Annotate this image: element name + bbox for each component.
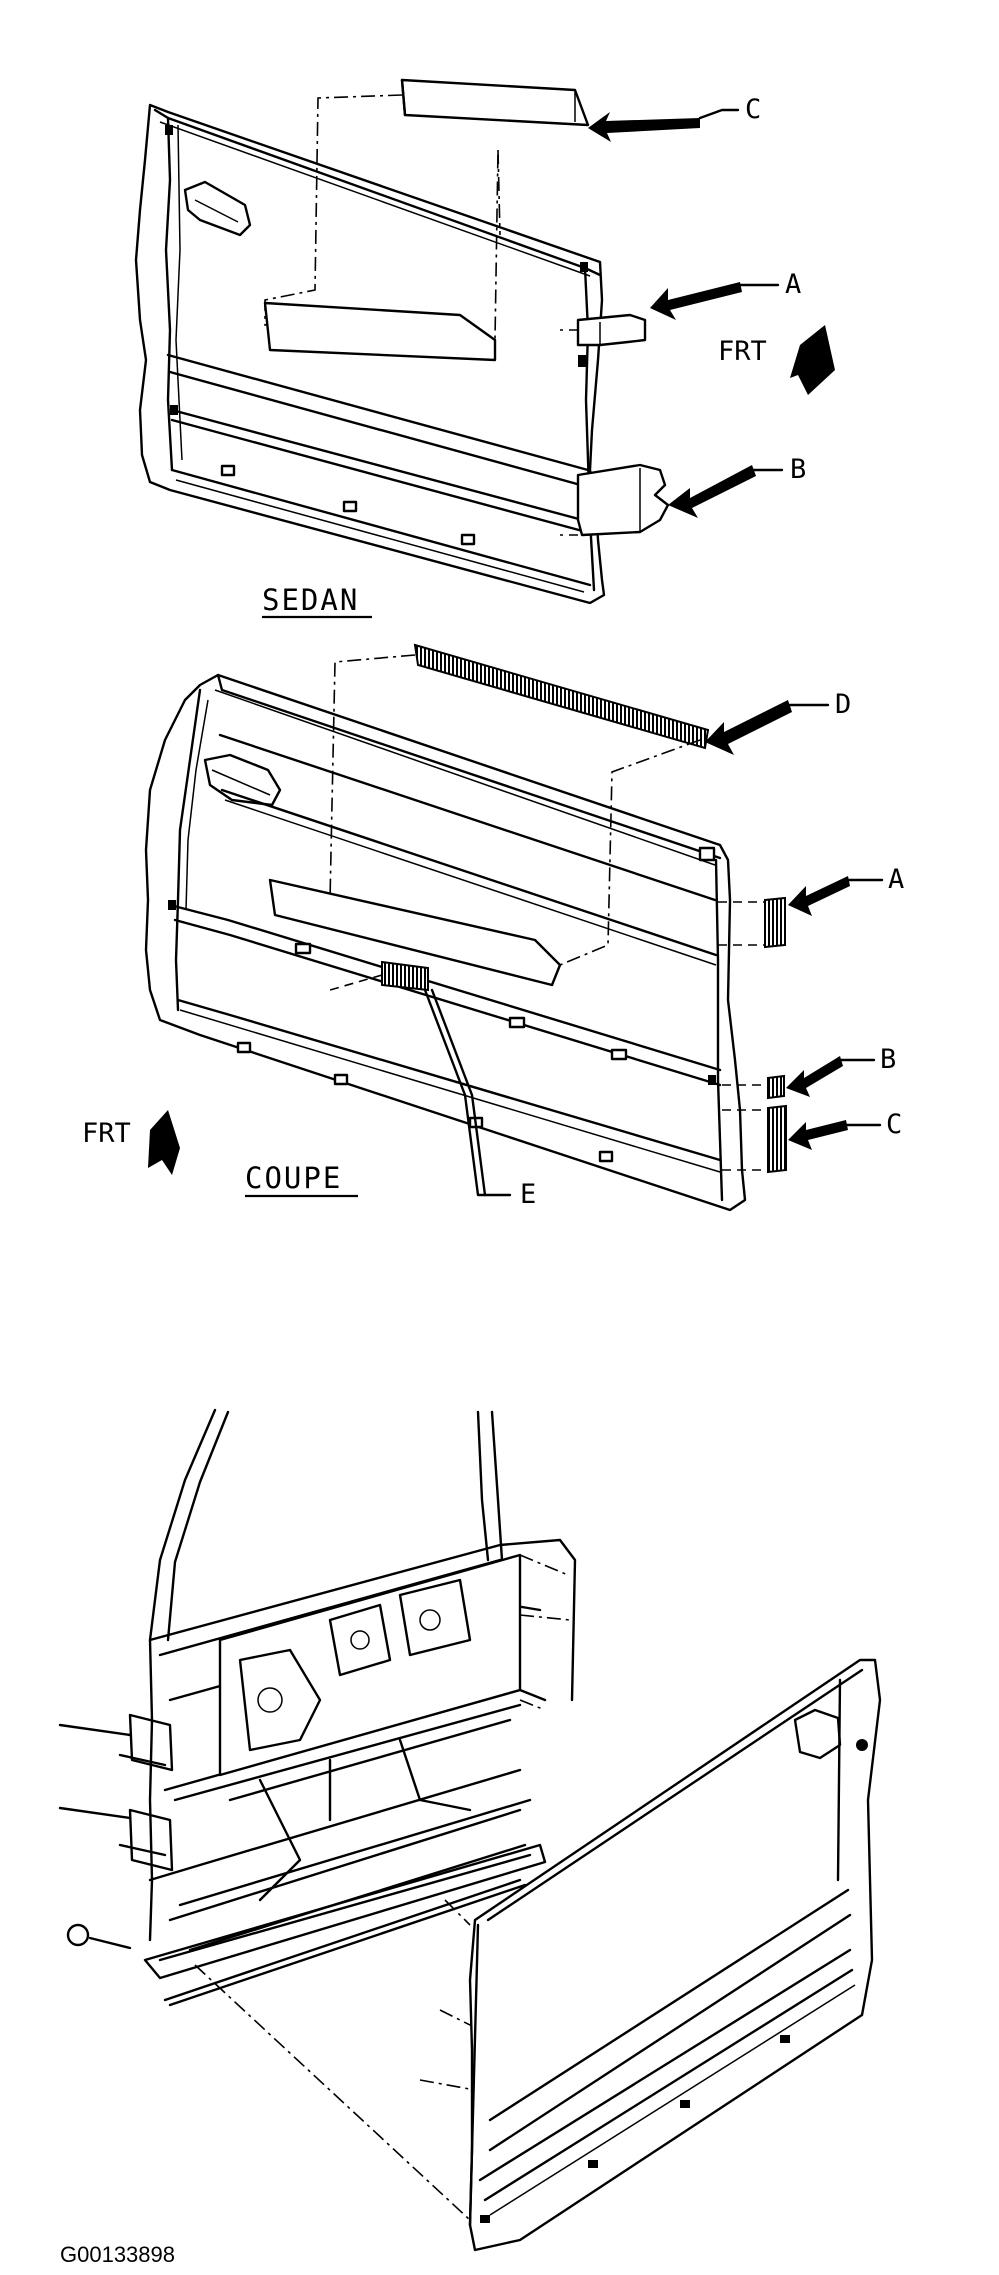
coupe-callout-e-label: E <box>520 1179 536 1210</box>
sedan-callout-a-leader <box>650 282 780 320</box>
coupe-view: D A B C E FRT COUPE <box>82 643 904 1212</box>
figure-id: G00133898 <box>60 2242 175 2267</box>
sedan-caption: SEDAN <box>262 583 359 617</box>
coupe-callout-d-leader <box>705 700 830 755</box>
coupe-callout-c-label: C <box>886 1109 902 1140</box>
exploded-door-view <box>58 1408 882 2252</box>
sedan-callout-a-label: A <box>785 269 801 300</box>
sedan-callout-b-label: B <box>790 454 806 485</box>
exploded-trim-panel <box>468 1658 882 2252</box>
coupe-caption: COUPE <box>245 1161 342 1195</box>
coupe-callout-b-leader <box>786 1056 876 1097</box>
sedan-frt-indicator: FRT <box>718 325 835 395</box>
sedan-clip-a <box>560 313 647 347</box>
coupe-strip-d <box>268 643 710 987</box>
sedan-callout-c-leader <box>588 108 740 142</box>
coupe-pad-e <box>329 960 429 992</box>
coupe-frt-arrow-icon <box>148 1110 180 1175</box>
coupe-callout-b-label: B <box>880 1044 896 1075</box>
coupe-clip-a <box>718 896 786 949</box>
coupe-callout-a-leader <box>788 876 884 916</box>
sedan-callout-b-leader <box>668 465 784 518</box>
coupe-clip-b <box>722 1074 785 1100</box>
sedan-frt-arrow-icon <box>790 325 835 395</box>
coupe-clip-c <box>722 1104 787 1174</box>
coupe-frt-indicator: FRT <box>82 1110 180 1175</box>
sedan-callout-c-label: C <box>745 94 761 125</box>
sedan-frt-label: FRT <box>718 336 767 367</box>
coupe-callout-d-label: D <box>835 689 851 720</box>
coupe-frt-label: FRT <box>82 1118 131 1149</box>
sedan-view: C A B FRT SEDAN <box>134 78 835 619</box>
bolt-icon <box>66 1923 90 1947</box>
sedan-insulator-c <box>263 78 590 362</box>
coupe-callout-e-leader <box>423 988 512 1197</box>
coupe-callout-a-label: A <box>888 864 904 895</box>
coupe-callout-c-leader <box>788 1120 882 1150</box>
door-frame <box>58 1408 577 2221</box>
